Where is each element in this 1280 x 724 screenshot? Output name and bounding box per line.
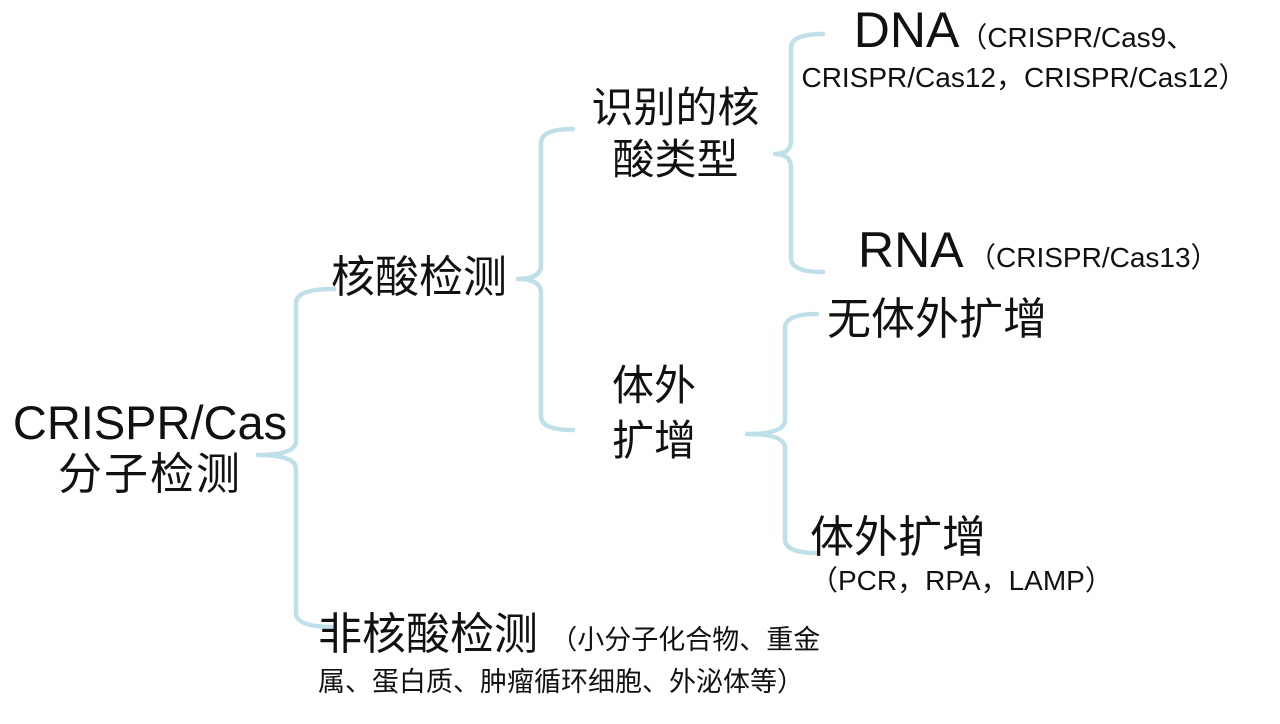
root-label-line2: 分子检测 [58, 450, 242, 499]
brace-nucleic-detection [515, 126, 576, 433]
node-no-amplification: 无体外扩增 [827, 295, 1047, 344]
node-recognized-type: 识别的核 酸类型 [553, 83, 798, 187]
amplification-label: 体外扩增 [810, 513, 986, 562]
in-vitro-line1: 体外 [611, 364, 696, 410]
brace-recognized-type [772, 31, 826, 275]
dna-label: DNA [853, 2, 960, 58]
non-nucleic-note-line1: （小分子化合物、重金 [550, 625, 821, 655]
dna-note-line1: （CRISPR/Cas9、 [959, 22, 1195, 53]
node-in-vitro-amplification: 体外 扩增 [588, 360, 720, 470]
recognized-type-line2: 酸类型 [612, 138, 739, 184]
non-nucleic-note-line2: 属、蛋白质、肿瘤循环细胞、外泌体等） [318, 667, 804, 697]
node-non-nucleic-detection: 非核酸检测 （小分子化合物、重金 属、蛋白质、肿瘤循环细胞、外泌体等） [318, 606, 878, 698]
brace-in-vitro-amplification [744, 311, 820, 556]
dna-note-line2: CRISPR/Cas12，CRISPR/Cas12） [801, 62, 1247, 93]
in-vitro-line2: 扩增 [611, 419, 696, 465]
node-amplification: 体外扩增 （PCR，RPA，LAMP） [810, 512, 1280, 597]
amplification-note: （PCR，RPA，LAMP） [810, 565, 1113, 596]
root-label-line1: CRISPR/Cas [12, 396, 288, 449]
rna-note: （CRISPR/Cas13） [968, 242, 1219, 273]
node-root: CRISPR/Cas 分子检测 [5, 396, 295, 500]
recognized-type-line1: 识别的核 [591, 86, 760, 132]
non-nucleic-label: 非核酸检测 [318, 610, 538, 659]
node-rna: RNA （CRISPR/Cas13） [858, 222, 1219, 278]
node-dna: DNA（CRISPR/Cas9、 CRISPR/Cas12，CRISPR/Cas… [798, 2, 1250, 94]
node-nucleic-detection: 核酸检测 [331, 253, 507, 302]
brace-root [255, 286, 337, 630]
rna-label: RNA [858, 222, 964, 278]
